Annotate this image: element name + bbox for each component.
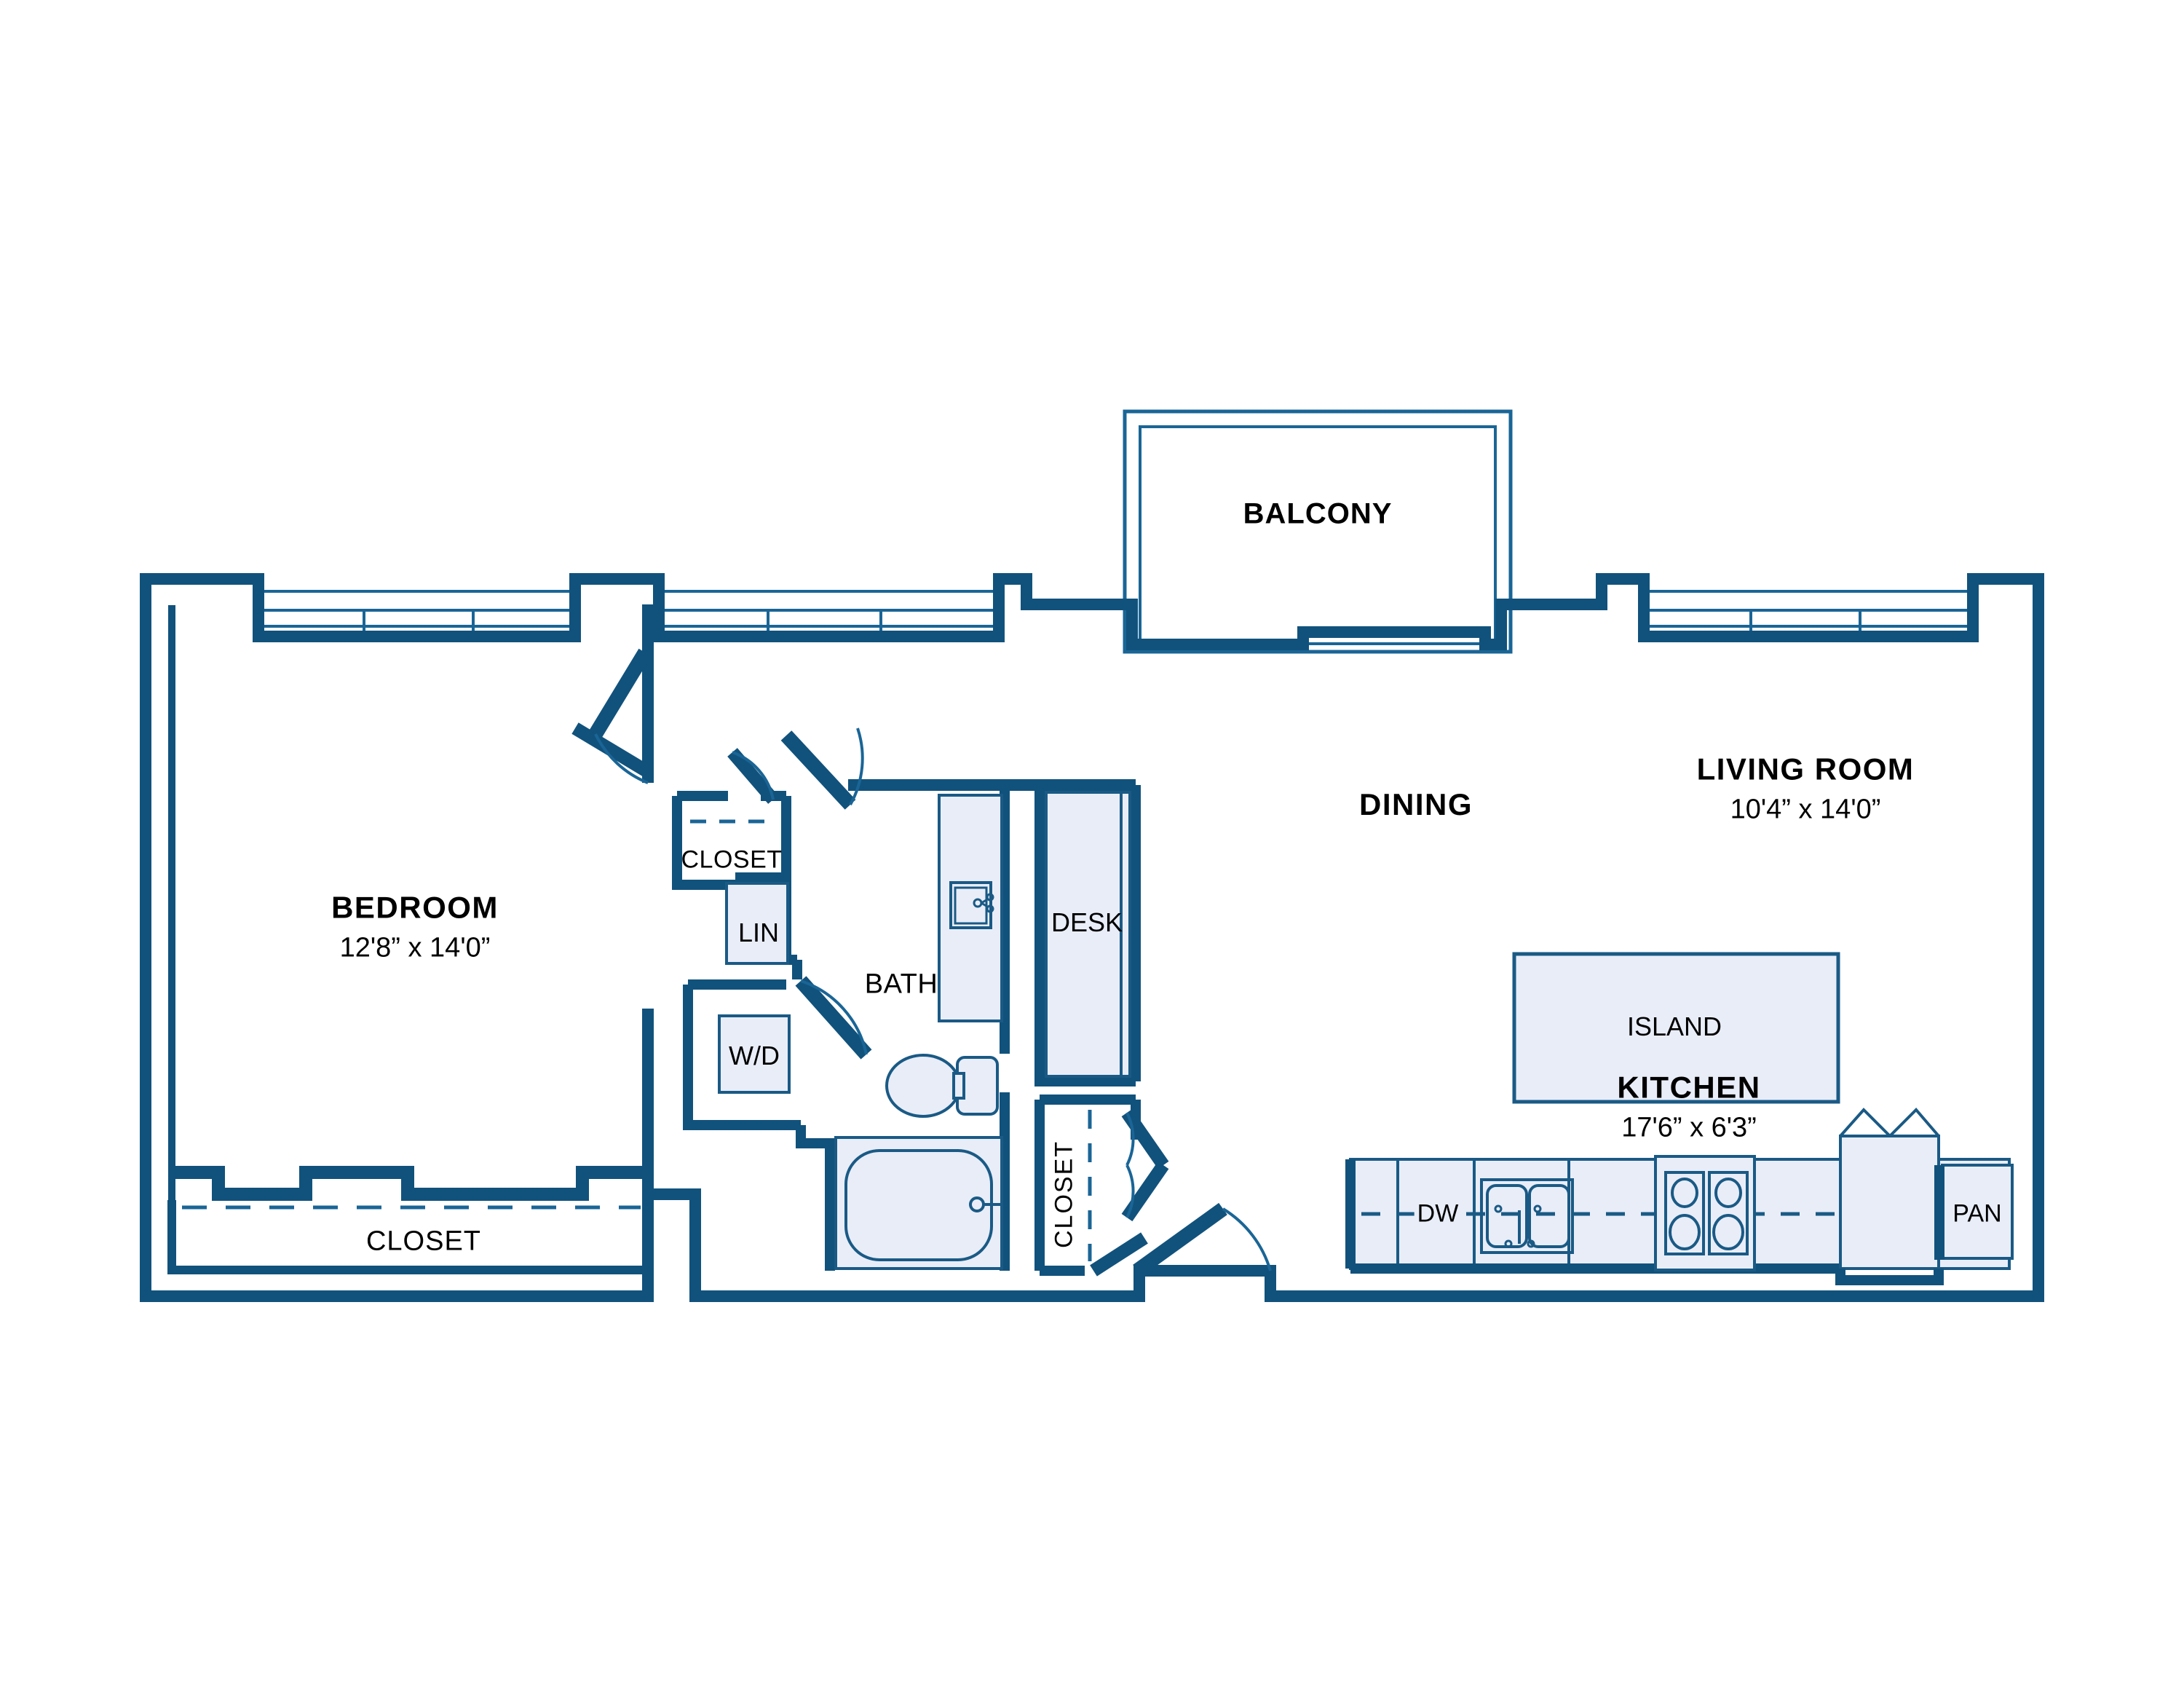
kitchen-island [1512,952,1840,1104]
washer-dryer-closet [683,979,801,1130]
room-label-bath: BATH [865,969,938,1001]
living-room-dimensions: 10'4” x 14'0” [1730,794,1881,825]
bathtub [834,1136,1003,1270]
window-bedroom-right [654,590,999,638]
island-label: ISLAND [1626,1011,1722,1041]
bedroom-dimensions: 12'8” x 14'0” [339,932,491,963]
bedroom-closet-label: CLOSET [365,1226,482,1257]
bedroom-label: BEDROOM [331,890,499,925]
toilet [885,1054,999,1118]
balcony-label: BALCONY [1243,497,1393,530]
entry-closet-label: CLOSET [1050,1140,1078,1249]
entry-door [1133,1202,1272,1277]
room-label-dining: DINING [1359,787,1473,822]
balcony-outline [1123,409,1513,654]
bath-label: BATH [864,969,938,1000]
hall-closet-label: CLOSET [681,845,783,874]
room-label-balcony: BALCONY [1243,498,1393,531]
living-room-label: LIVING ROOM [1696,752,1915,786]
kitchen-sink [1480,1178,1574,1254]
dining-label: DINING [1359,787,1473,821]
window-living-room [1640,590,1974,638]
desk-label: DESK [1051,907,1123,937]
pantry-label: PAN [1950,1199,2005,1228]
room-label-bedroom: BEDROOM 12'8” x 14'0” [331,891,499,964]
washer-dryer-appliance [718,1014,791,1094]
room-label-kitchen: KITCHEN 17'6” x 6'3” [1617,1070,1760,1144]
bathroom-vanity [938,794,1003,1022]
kitchen-dimensions: 17'6” x 6'3” [1621,1112,1757,1143]
cooktop-range [1654,1155,1756,1271]
bedroom-closet-box [167,1166,652,1274]
bath-door [795,976,872,1060]
linen-closet [725,882,789,965]
linen-closet-label: LIN [737,918,780,947]
window-bedroom-left [253,590,577,638]
dishwasher-label: DW [1414,1199,1462,1228]
corridor-door [780,727,864,810]
bedroom-door [571,648,652,784]
refrigerator [1835,1108,1944,1285]
washer-dryer-label: W/D [729,1041,780,1070]
entry-closet [1034,1095,1169,1277]
exterior-wall [140,573,2044,1302]
desk-nook [1034,785,1141,1086]
room-label-living-room: LIVING ROOM 10'4” x 14'0” [1697,752,1915,826]
kitchen-label: KITCHEN [1617,1070,1761,1105]
